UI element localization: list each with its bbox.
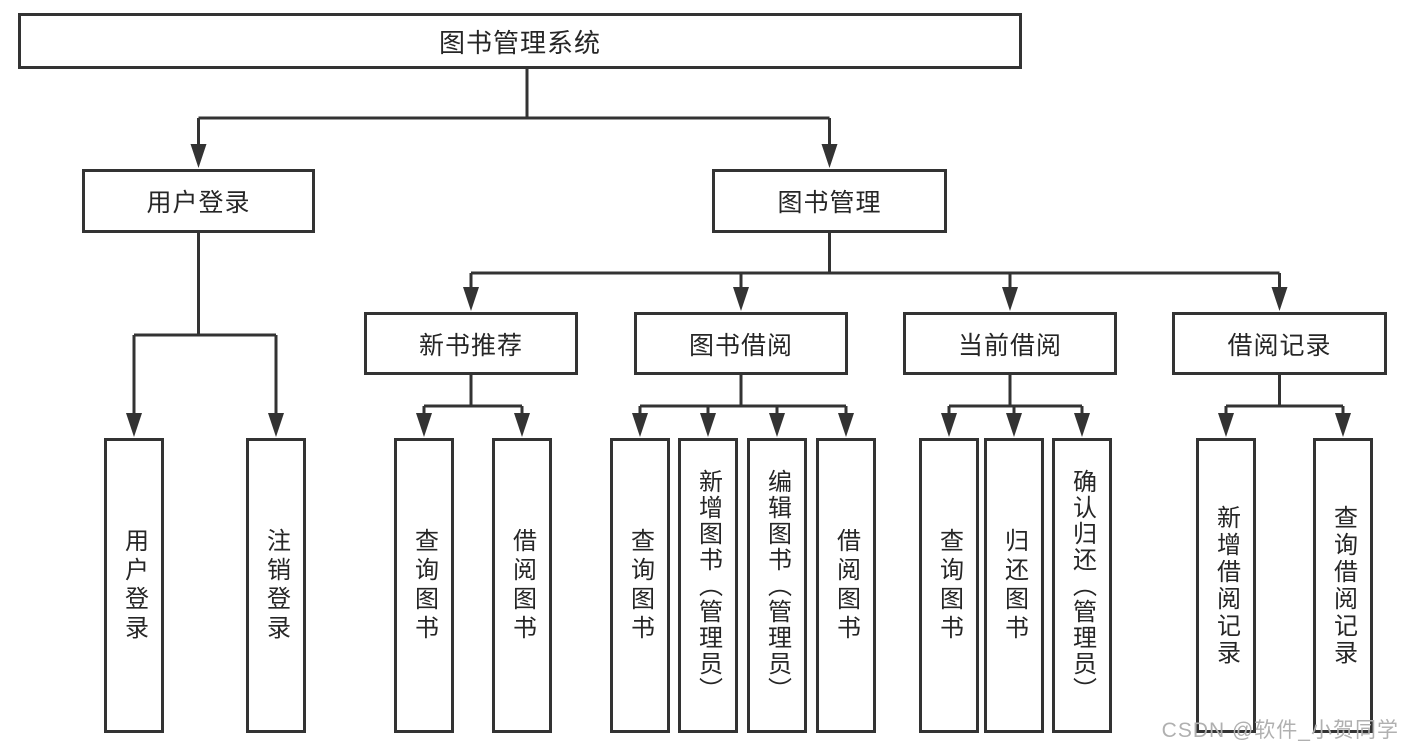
node-book-borrow: 图书借阅 [634,312,848,375]
node-borrow-records: 借阅记录 [1172,312,1387,375]
leaf-query-borrow-record: 查询借阅记录 [1313,438,1373,733]
watermark: CSDN @软件_小贺同学 [1161,719,1399,742]
leaf-logout: 注销登录 [246,438,306,733]
leaf-return-books: 归还图书 [984,438,1044,733]
node-book-management: 图书管理 [712,169,947,233]
leaf-edit-books-admin: 编辑图书（管理员） [747,438,807,733]
node-library-management-system: 图书管理系统 [18,13,1022,69]
leaf-query-books-recommend: 查询图书 [394,438,454,733]
tree-edges [132,69,1345,420]
leaf-borrow-books-recommend: 借阅图书 [492,438,552,733]
leaf-confirm-return-admin: 确认归还（管理员） [1052,438,1112,733]
leaf-add-borrow-record: 新增借阅记录 [1196,438,1256,733]
leaf-query-books-borrow: 查询图书 [610,438,670,733]
node-user-login: 用户登录 [82,169,315,233]
leaf-add-books-admin: 新增图书（管理员） [678,438,738,733]
leaf-user-login: 用户登录 [104,438,164,733]
node-current-borrow: 当前借阅 [903,312,1117,375]
leaf-query-books-current: 查询图书 [919,438,979,733]
leaf-borrow-books: 借阅图书 [816,438,876,733]
arrowhead-icons [126,144,1351,437]
node-new-book-recommend: 新书推荐 [364,312,578,375]
